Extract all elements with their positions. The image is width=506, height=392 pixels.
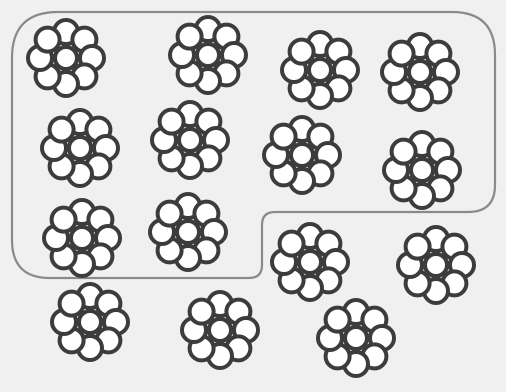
flower-petal [280,232,304,256]
flower-center [177,221,199,243]
flower-petal [160,110,184,134]
flower-center [69,137,91,159]
flower-center [411,159,433,181]
flower-center [425,254,447,276]
flower-petal [158,202,182,226]
flower [52,284,128,360]
flower-petal [272,125,296,149]
flower [382,34,458,110]
flower [182,292,258,368]
flower [398,227,474,303]
flower-center [71,227,93,249]
flower [264,117,340,193]
flower [282,32,358,108]
flower-petal [52,208,76,232]
flower-petal [36,28,60,52]
flower-center [299,251,321,273]
flower [152,102,228,178]
flower-center [197,44,219,66]
flower [42,110,118,186]
flower-center [55,47,77,69]
flower-petal [392,140,416,164]
flower [150,194,226,270]
flower-petal [390,42,414,66]
flower [28,20,104,96]
flower-center [309,59,331,81]
flower-petal [326,308,350,332]
flower [272,224,348,300]
flower-petal [406,235,430,259]
flower-center [179,129,201,151]
flower-center [291,144,313,166]
flower-center [409,61,431,83]
flower-petal [60,292,84,316]
flower-petal [178,25,202,49]
flower [44,200,120,276]
flower-petal [190,300,214,324]
flower-petal [290,40,314,64]
flower [318,300,394,376]
flower-petal [50,118,74,142]
flower-center [79,311,101,333]
flower [170,17,246,93]
flower [384,132,460,208]
flower-center [345,327,367,349]
flower-center [209,319,231,341]
